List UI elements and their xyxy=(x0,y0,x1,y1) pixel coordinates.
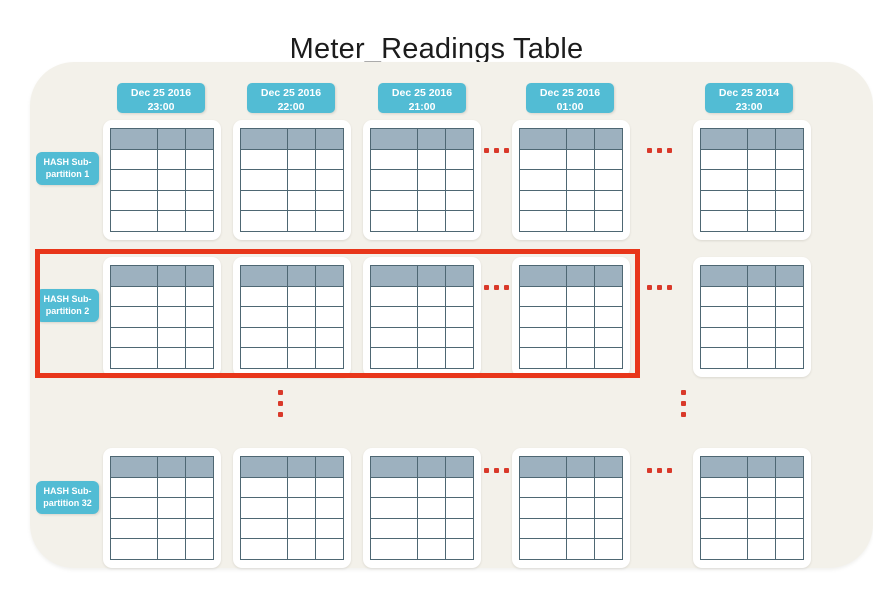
date-header-1-time: 23:00 xyxy=(147,101,175,113)
ellipsis-horizontal-r2b xyxy=(647,285,672,290)
date-header-2: Dec 25 2016 22:00 xyxy=(247,83,335,113)
table-grid xyxy=(518,265,623,369)
table-card-r3c5 xyxy=(693,448,811,568)
table-card-r3c3 xyxy=(363,448,481,568)
table-card-r2c4 xyxy=(512,257,630,377)
table-grid xyxy=(239,128,344,232)
date-header-4-date: Dec 25 2016 xyxy=(539,87,601,99)
table-card-r2c3 xyxy=(363,257,481,377)
ellipsis-horizontal-r3b xyxy=(647,468,672,473)
date-header-3: Dec 25 2016 21:00 xyxy=(378,83,466,113)
table-grid xyxy=(699,456,804,560)
table-card-r1c4 xyxy=(512,120,630,240)
row-label-subpartition-2: HASH Sub-partition 2 xyxy=(36,289,99,322)
table-card-r2c2 xyxy=(233,257,351,377)
table-card-r3c2 xyxy=(233,448,351,568)
table-grid xyxy=(239,265,344,369)
table-grid xyxy=(369,128,474,232)
table-grid xyxy=(518,456,623,560)
table-grid xyxy=(518,128,623,232)
table-card-r2c5 xyxy=(693,257,811,377)
table-card-r3c4 xyxy=(512,448,630,568)
date-header-2-date: Dec 25 2016 xyxy=(260,87,322,99)
date-header-5-date: Dec 25 2014 xyxy=(718,87,780,99)
table-grid xyxy=(369,456,474,560)
date-header-5-time: 23:00 xyxy=(735,101,763,113)
page-title: Meter_Readings Table xyxy=(289,33,584,65)
table-card-r1c1 xyxy=(103,120,221,240)
table-grid xyxy=(109,456,214,560)
ellipsis-vertical-left xyxy=(278,390,283,417)
date-header-2-time: 22:00 xyxy=(277,101,305,113)
table-grid xyxy=(369,265,474,369)
table-card-r3c1 xyxy=(103,448,221,568)
row-label-subpartition-1: HASH Sub-partition 1 xyxy=(36,152,99,185)
table-grid xyxy=(109,128,214,232)
table-grid xyxy=(109,265,214,369)
row-label-subpartition-32: HASH Sub-partition 32 xyxy=(36,481,99,514)
date-header-3-time: 21:00 xyxy=(408,101,436,113)
date-header-4-time: 01:00 xyxy=(556,101,584,113)
date-header-3-date: Dec 25 2016 xyxy=(391,87,453,99)
ellipsis-horizontal-r1a xyxy=(484,148,509,153)
table-grid xyxy=(699,265,804,369)
table-grid xyxy=(699,128,804,232)
table-card-r1c5 xyxy=(693,120,811,240)
date-header-1-date: Dec 25 2016 xyxy=(130,87,192,99)
table-grid xyxy=(239,456,344,560)
date-header-4: Dec 25 2016 01:00 xyxy=(526,83,614,113)
date-header-1: Dec 25 2016 23:00 xyxy=(117,83,205,113)
table-card-r1c3 xyxy=(363,120,481,240)
ellipsis-horizontal-r3a xyxy=(484,468,509,473)
ellipsis-vertical-right xyxy=(681,390,686,417)
date-header-5: Dec 25 2014 23:00 xyxy=(705,83,793,113)
ellipsis-horizontal-r1b xyxy=(647,148,672,153)
ellipsis-horizontal-r2a xyxy=(484,285,509,290)
table-card-r1c2 xyxy=(233,120,351,240)
table-card-r2c1 xyxy=(103,257,221,377)
